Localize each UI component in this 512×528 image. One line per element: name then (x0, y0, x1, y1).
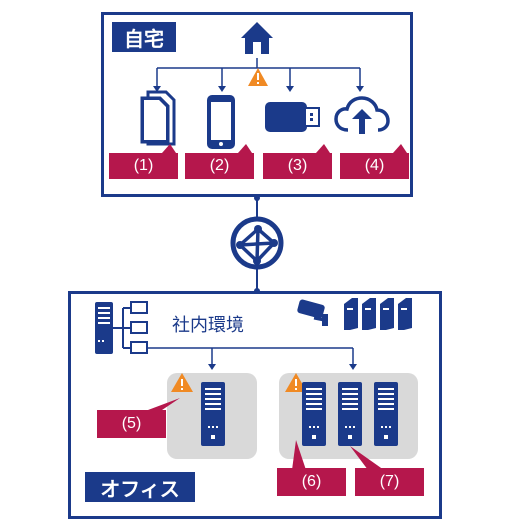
documents-icon (140, 90, 176, 146)
usb-drive-icon (265, 102, 320, 132)
security-camera-icon (297, 299, 328, 326)
device-tag-1: (1) (109, 153, 178, 179)
callout-tag-7: (7) (355, 468, 424, 496)
server-network-icon (95, 301, 148, 354)
server-tower-icon (302, 382, 326, 446)
server-tower-icon (338, 382, 362, 446)
callout-tag-5: (5) (97, 410, 166, 438)
server-rack-icon (344, 298, 412, 330)
server-tower-icon (374, 382, 398, 446)
house-icon (241, 22, 273, 54)
cloud-upload-icon (334, 96, 390, 134)
warning-icon (248, 68, 268, 86)
device-tag-2: (2) (185, 153, 254, 179)
callout-tag-6: (6) (277, 468, 346, 496)
server-tower-icon (201, 382, 225, 446)
home-title: 自宅 (112, 22, 176, 52)
smartphone-icon (207, 95, 235, 149)
network-label: 社内環境 (172, 315, 244, 335)
warning-icon (171, 373, 193, 392)
internet-globe-icon (230, 216, 284, 270)
device-tag-3: (3) (263, 153, 332, 179)
warning-icon (285, 373, 307, 392)
office-title: オフィス (85, 472, 195, 502)
device-tag-4: (4) (340, 153, 409, 179)
